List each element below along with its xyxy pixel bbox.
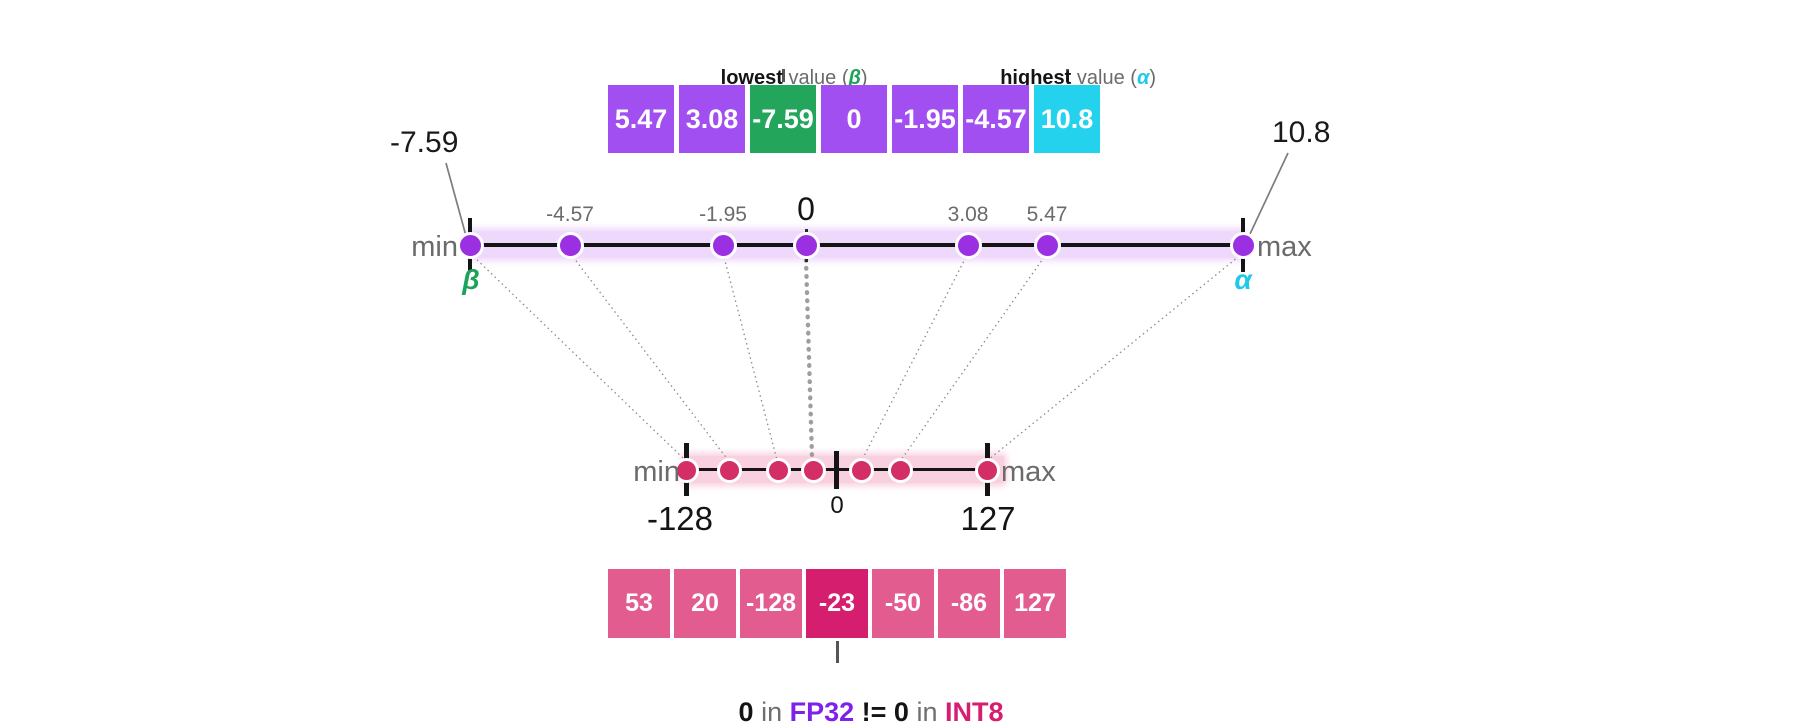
lowest-pointer-tick	[782, 69, 785, 82]
fp32-tick-label: 3.08	[947, 203, 989, 226]
highest-value-label: highest value (α)	[1000, 67, 1157, 89]
int8-cell: 127	[1004, 569, 1066, 638]
beta-axis-symbol: β	[462, 264, 480, 295]
caption: 0 in FP32 != 0 in INT8	[738, 697, 1004, 725]
fp32-dot--4.57	[557, 232, 584, 259]
int8-cell: -50	[872, 569, 934, 638]
fp32-dot-max	[1230, 232, 1257, 259]
int8-dot-max	[975, 458, 1000, 483]
int8-zero-tick	[834, 451, 839, 489]
int8-zero-label: 0	[830, 492, 844, 519]
fp32-tick-label: 5.47	[1026, 203, 1068, 226]
fp32-cell: 5.47	[608, 85, 674, 153]
fp32-zero-label: 0	[797, 191, 815, 227]
int8-dot-53	[888, 458, 913, 483]
fp32-cell: 3.08	[679, 85, 745, 153]
leader-min-callout	[445, 162, 467, 237]
int8-dot-20	[849, 458, 874, 483]
int8-dot-min	[674, 458, 699, 483]
fp32-max-label: max	[1257, 231, 1312, 263]
fp32-min-label: min	[411, 231, 458, 263]
fp32-tick-label: -1.95	[699, 203, 747, 226]
connector--1.95-to--50	[722, 252, 778, 461]
fp32-cell: -1.95	[892, 85, 958, 153]
highest-pointer-tick	[1066, 69, 1069, 82]
int8-max-label: max	[1001, 456, 1056, 488]
int8-cell: -128	[740, 569, 802, 638]
caption-pointer-tick	[836, 641, 839, 663]
lowest-value-label: lowest value (β)	[720, 67, 868, 89]
fp32-cell: -4.57	[963, 85, 1029, 153]
int8-max-value: 127	[960, 500, 1016, 537]
beta-symbol: β	[848, 67, 861, 89]
connector-3.08-to-20	[861, 252, 969, 461]
alpha-axis-symbol: α	[1234, 264, 1252, 295]
connector-max-to-max	[987, 252, 1244, 461]
connector-zero-to--23-thick	[803, 257, 815, 459]
alpha-symbol: α	[1136, 67, 1150, 89]
fp32-max-callout: 10.8	[1272, 116, 1331, 149]
int8-cell: -86	[938, 569, 1000, 638]
int8-dot--50	[766, 458, 791, 483]
int8-min-label: min	[633, 456, 680, 488]
fp32-axis-line	[470, 243, 1243, 247]
int8-word: INT8	[944, 697, 1004, 725]
fp32-word: FP32	[789, 697, 855, 725]
int8-cell-zero-mapped: -23	[806, 569, 868, 638]
fp32-dot-3.08	[955, 232, 982, 259]
int8-cell: 20	[674, 569, 736, 638]
fp32-dot-min	[457, 232, 484, 259]
fp32-min-callout: -7.59	[390, 126, 459, 159]
fp32-dot-5.47	[1034, 232, 1061, 259]
fp32-dot--1.95	[710, 232, 737, 259]
int8-dot--86	[717, 458, 742, 483]
fp32-tick-label: -4.57	[546, 203, 594, 226]
int8-dot--23	[801, 458, 826, 483]
fp32-cell: 0	[821, 85, 887, 153]
connector-min-to-min	[469, 252, 686, 461]
fp32-cell-highest: 10.8	[1034, 85, 1100, 153]
connector-5.47-to-53	[900, 252, 1048, 461]
int8-min-value: -128	[646, 500, 714, 537]
connector--4.57-to--86	[569, 252, 729, 461]
fp32-dot-0	[793, 232, 820, 259]
fp32-cell-lowest: -7.59	[750, 85, 816, 153]
int8-cell: 53	[608, 569, 670, 638]
leader-max-callout	[1249, 152, 1289, 235]
